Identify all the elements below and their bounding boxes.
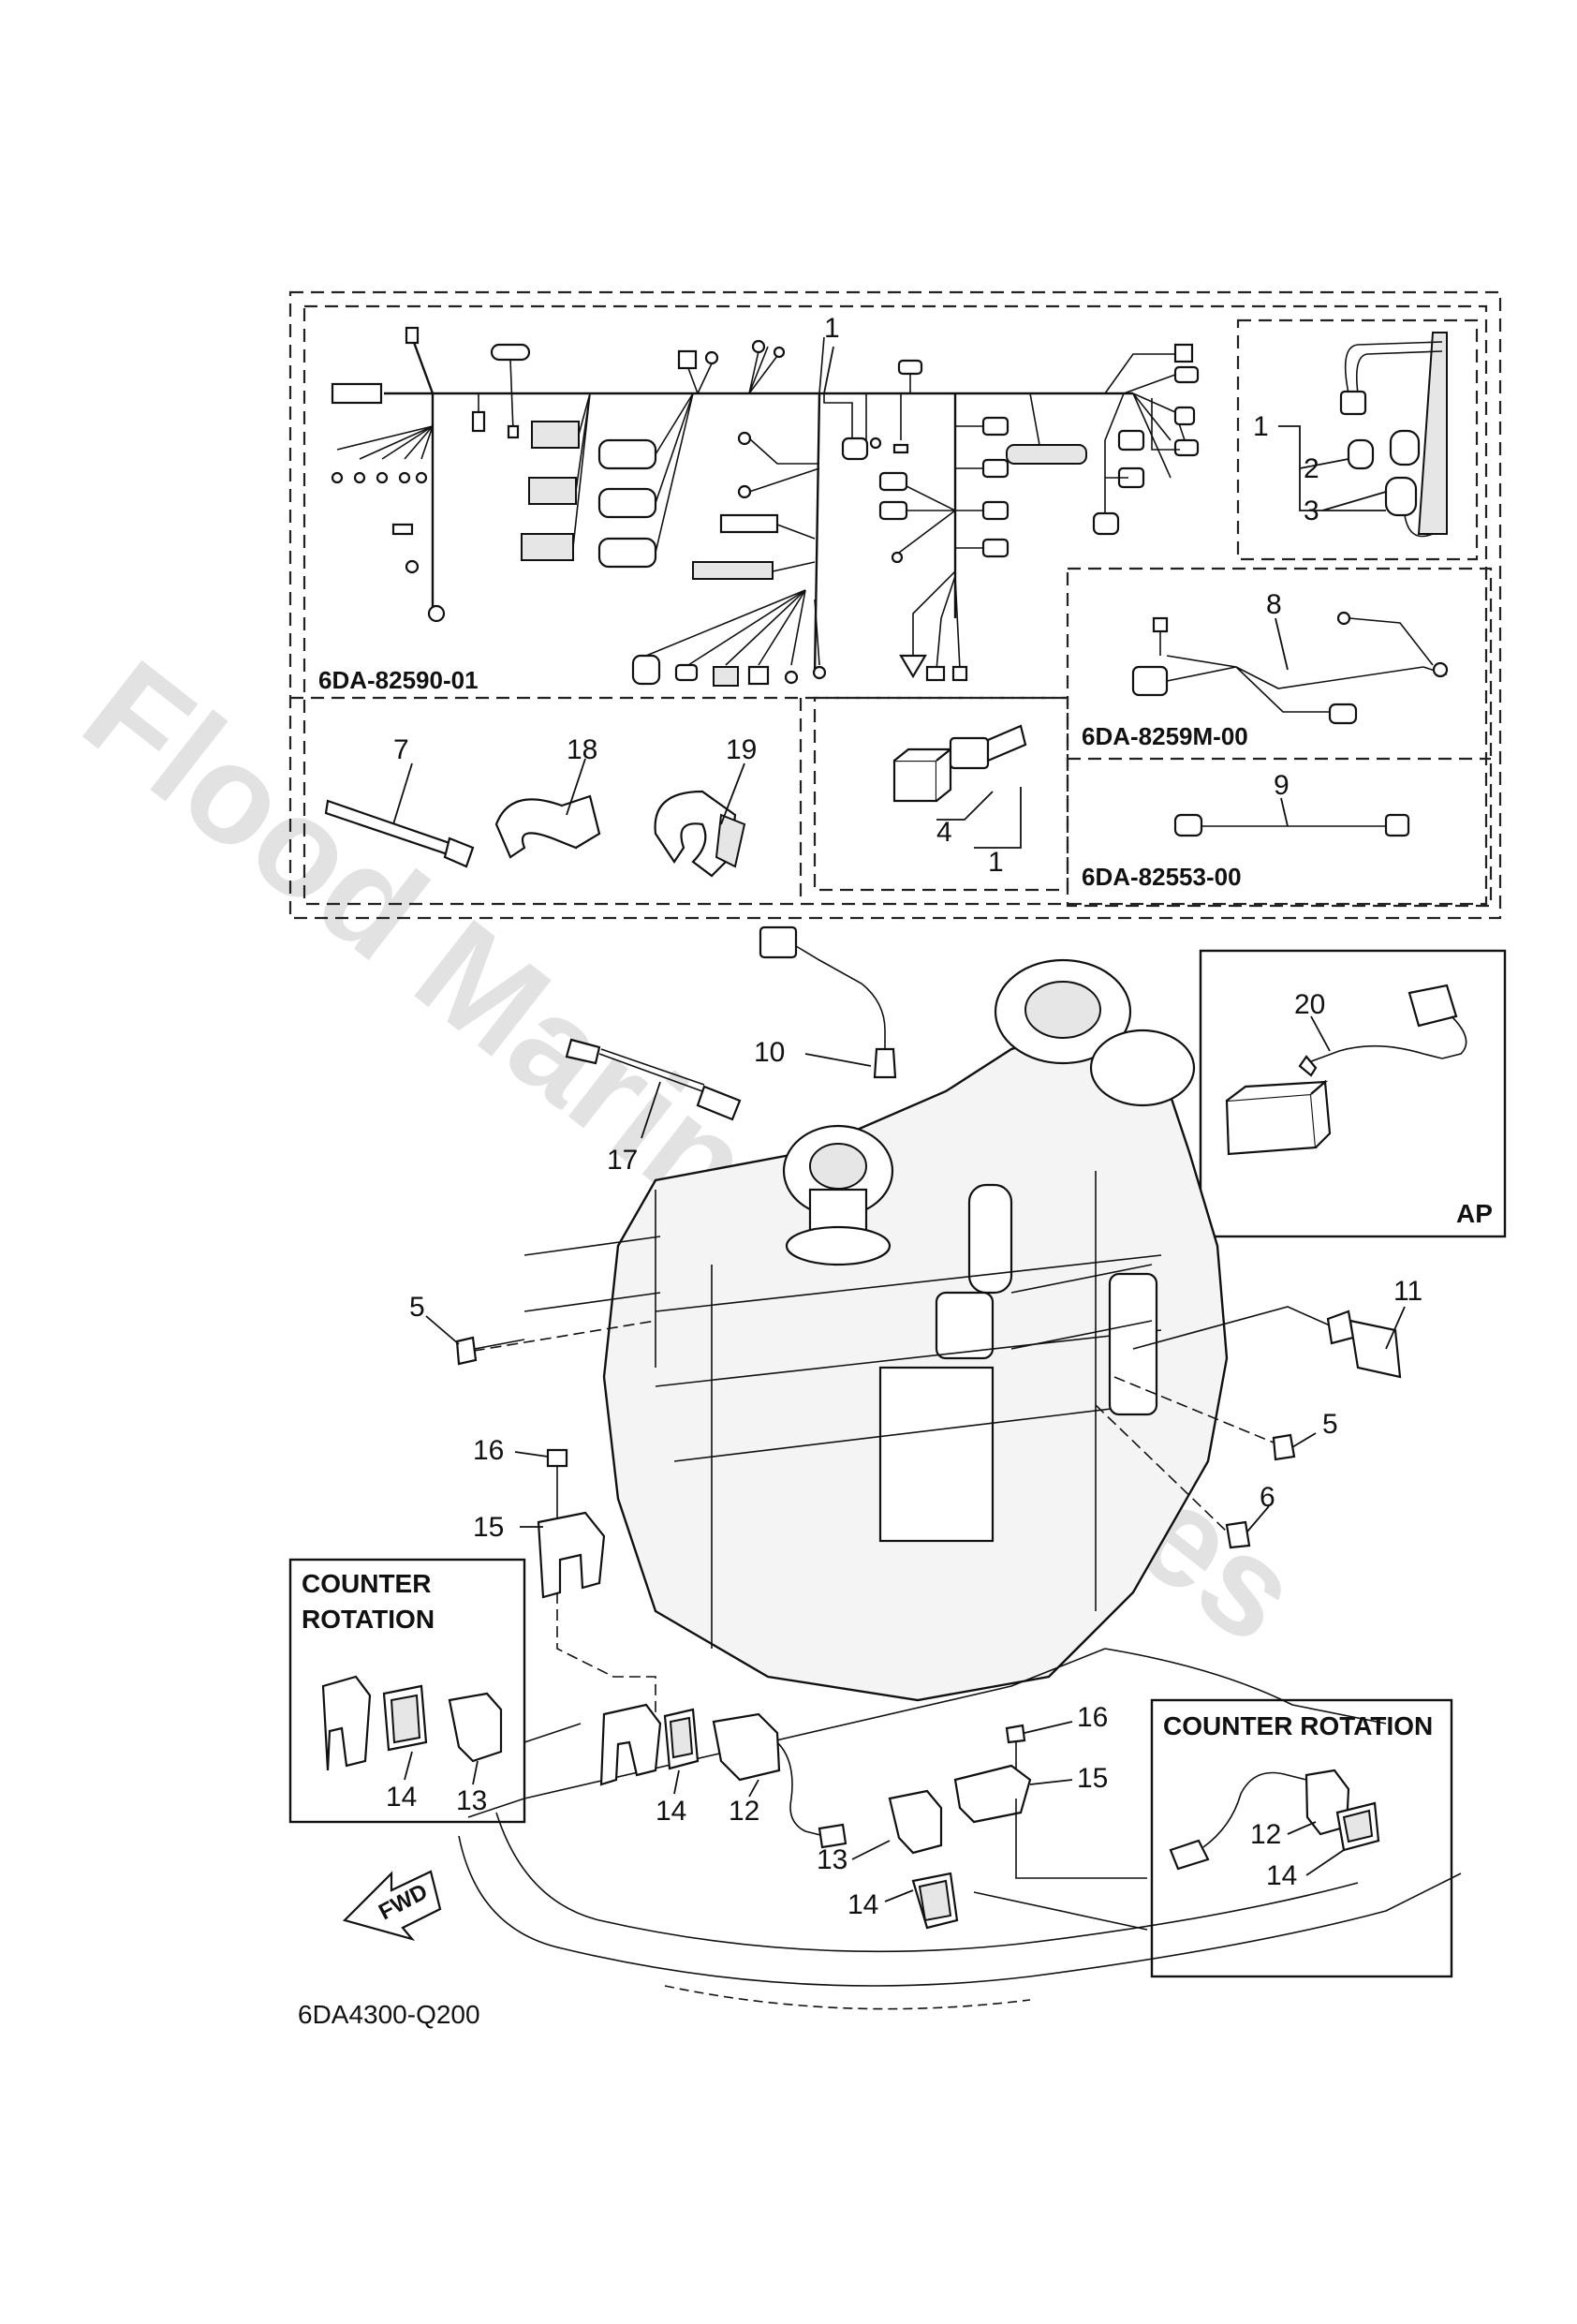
callout-12-cr-right: 12: [1250, 1819, 1281, 1850]
callout-5-left: 5: [409, 1292, 425, 1323]
sub-harness-8: 8 6DA-8259M-00: [1082, 589, 1449, 750]
part-code-harness-sub-8: 6DA-8259M-00: [1082, 722, 1248, 750]
callout-12: 12: [729, 1796, 759, 1827]
callout-3: 3: [1304, 496, 1319, 526]
bolts-5-6-right: 5 6: [1095, 1376, 1338, 1549]
diagram-code: 6DA4300-Q200: [298, 2000, 480, 2029]
ap-label: AP: [1456, 1199, 1493, 1228]
callout-16-left: 16: [473, 1435, 504, 1466]
sensor-11: 11: [1132, 1276, 1422, 1379]
callout-13-mid: 13: [817, 1844, 847, 1875]
callout-8: 8: [1266, 589, 1282, 620]
callout-15-left: 15: [473, 1512, 504, 1543]
guide-lines-left: [456, 1190, 661, 1368]
bolt-5-left: 5: [409, 1292, 525, 1366]
callout-11: 11: [1393, 1276, 1422, 1307]
callout-14-low: 14: [847, 1889, 878, 1920]
main-wire-harness: 1 6DA-82590-01: [318, 313, 1200, 694]
callout-16-right: 16: [1077, 1702, 1108, 1733]
speed-sensor-assembly: 14 12 13 14: [599, 1703, 959, 1930]
ap-frame: 20 AP: [1199, 949, 1507, 1238]
callout-14-cr-left: 14: [386, 1782, 417, 1813]
sensor-10: 10: [754, 925, 897, 1079]
sensor-17: 17: [565, 1038, 742, 1176]
counter-rotation-left-line2: ROTATION: [302, 1605, 435, 1634]
callout-20: 20: [1294, 989, 1325, 1020]
part-code-harness-sub-9: 6DA-82553-00: [1082, 863, 1242, 891]
inset-harness-grommet: 1 2 3: [1253, 332, 1448, 538]
callout-5-right: 5: [1322, 1409, 1338, 1440]
callout-13-cr-left: 13: [456, 1785, 487, 1816]
sub-harness-9: 9 6DA-82553-00: [1082, 770, 1410, 891]
callout-4: 4: [936, 817, 952, 848]
callout-18: 18: [567, 734, 597, 765]
counter-rotation-box-right: COUNTER ROTATION 12 14: [1150, 1698, 1453, 1978]
callout-14-cr-right: 14: [1266, 1860, 1297, 1891]
counter-rotation-left-line1: COUNTER: [302, 1569, 431, 1598]
fwd-arrow: FWD: [342, 1870, 442, 1942]
bracket-15-16-right: 16 15: [953, 1702, 1148, 1931]
callout-15-right: 15: [1077, 1763, 1108, 1794]
counter-rotation-box-left: COUNTER ROTATION 14 13: [288, 1558, 582, 1824]
callout-7: 7: [393, 734, 409, 765]
callout-9: 9: [1274, 770, 1290, 801]
counter-rotation-right-label: COUNTER ROTATION: [1163, 1711, 1433, 1740]
callout-1-main: 1: [824, 313, 840, 344]
part-code-harness: 6DA-82590-01: [318, 666, 479, 694]
relay-box: 4 1: [892, 724, 1027, 878]
callout-1-inset: 1: [1253, 411, 1269, 442]
callout-19: 19: [726, 734, 757, 765]
callout-17: 17: [607, 1145, 638, 1176]
engine-block: [602, 958, 1229, 1702]
clamps-and-ties: 7 18 19: [324, 734, 757, 878]
callout-14-mid: 14: [656, 1796, 686, 1827]
callout-10: 10: [754, 1037, 785, 1068]
callout-6: 6: [1260, 1482, 1275, 1513]
harness-frame-group: [288, 290, 1502, 920]
callout-1-relay: 1: [988, 847, 1004, 878]
bracket-15-16-left: 16 15: [473, 1435, 656, 1714]
lower-cowl: [458, 1648, 1462, 2010]
callout-2: 2: [1304, 453, 1319, 484]
